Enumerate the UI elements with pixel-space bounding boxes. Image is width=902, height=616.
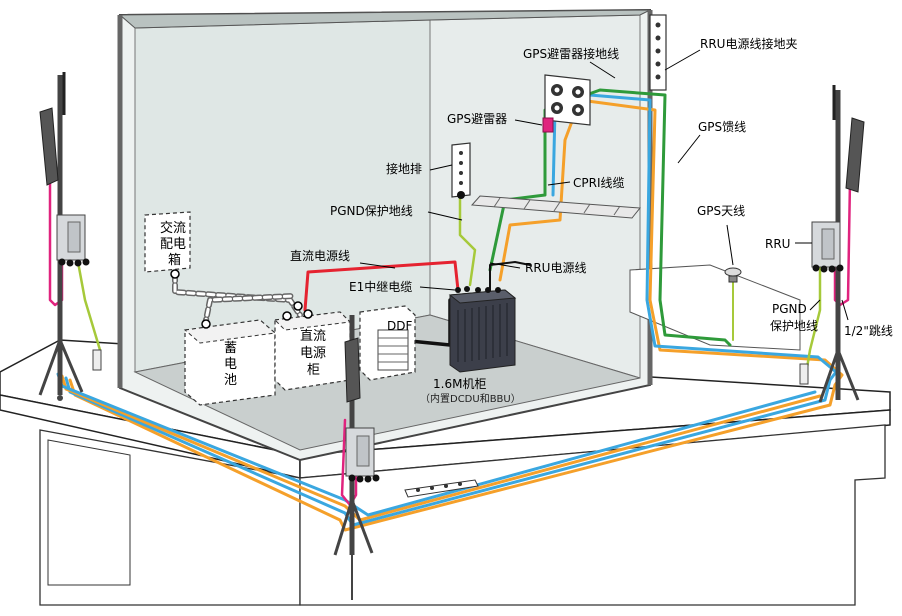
- outdoor-enclosure: [629, 264, 801, 351]
- dc-power-cable: [303, 260, 460, 312]
- label-battery: 蓄电池: [224, 341, 237, 388]
- label-gps-antenna: GPS天线: [697, 204, 745, 218]
- gps-arrester-icon: [542, 117, 554, 133]
- label-jumper: 1/2"跳线: [844, 324, 893, 338]
- label-rru-power: RRU电源线: [525, 261, 586, 275]
- label-pgnd-right-2: 保护地线: [770, 319, 818, 333]
- label-char: 电: [224, 357, 237, 372]
- label-pgnd-left: PGND保护地线: [330, 204, 413, 218]
- label-dc-power: 直流电源线: [290, 249, 350, 263]
- battery-unit: [183, 319, 277, 406]
- cabinet-icon: [448, 286, 517, 373]
- label-ground-bar: 接地排: [386, 161, 422, 176]
- label-rru: RRU: [765, 237, 790, 251]
- label-dc-cabinet-part: 柜: [307, 363, 320, 378]
- label-ddf: DDF: [387, 319, 412, 333]
- cable-orange-main: [68, 98, 844, 532]
- label-ac-box-part: 配电: [160, 237, 186, 252]
- label-e1: E1中继电缆: [349, 279, 412, 294]
- feedthrough-plate: [544, 74, 591, 126]
- diagram-labels: GPS避雷器接地线 RRU电源线接地夹 GPS避雷器 GPS馈线 接地排 CPR…: [160, 36, 893, 405]
- label-pgnd-right-1: PGND: [772, 302, 807, 316]
- rru-unit-icon-left: [56, 214, 90, 267]
- cable-gps-feeder: [488, 88, 732, 347]
- label-cabinet-sub: （内置DCDU和BBU）: [420, 392, 521, 405]
- label-gps-feeder: GPS馈线: [698, 120, 746, 134]
- rru-power-cable: [489, 261, 531, 291]
- leader-lines: [359, 49, 849, 321]
- ground-clamp-right: [799, 363, 809, 385]
- label-char: 池: [224, 373, 237, 388]
- label-char: 蓄: [224, 341, 237, 356]
- ddf-frame: [359, 305, 416, 381]
- label-gps-arrester: GPS避雷器: [447, 112, 507, 126]
- wall-ground-bar: [649, 14, 667, 91]
- label-cabinet-main: 1.6M机柜: [433, 377, 486, 391]
- label-ac-box-part: 交流: [160, 220, 186, 236]
- ground-clamp-left: [92, 349, 102, 371]
- rru-unit-icon-right: [811, 221, 844, 273]
- label-rru-power-clamp: RRU电源线接地夹: [700, 36, 797, 51]
- cable-tray: [470, 195, 641, 219]
- ac-distribution-box: [144, 211, 191, 279]
- gps-antenna-icon: [724, 267, 742, 283]
- ground-bar-bottom: [404, 479, 479, 498]
- dc-power-cabinet: [273, 301, 352, 391]
- ground-bar-icon: [451, 142, 471, 199]
- label-dc-cabinet-part: 直流: [300, 329, 326, 344]
- label-ac-box-part: 箱: [168, 252, 181, 268]
- label-cpri: CPRI线缆: [573, 176, 625, 190]
- label-dc-cabinet-part: 电源: [300, 346, 326, 361]
- label-gps-arrester-ground: GPS避雷器接地线: [523, 46, 619, 61]
- rru-unit-icon-mid: [345, 427, 380, 483]
